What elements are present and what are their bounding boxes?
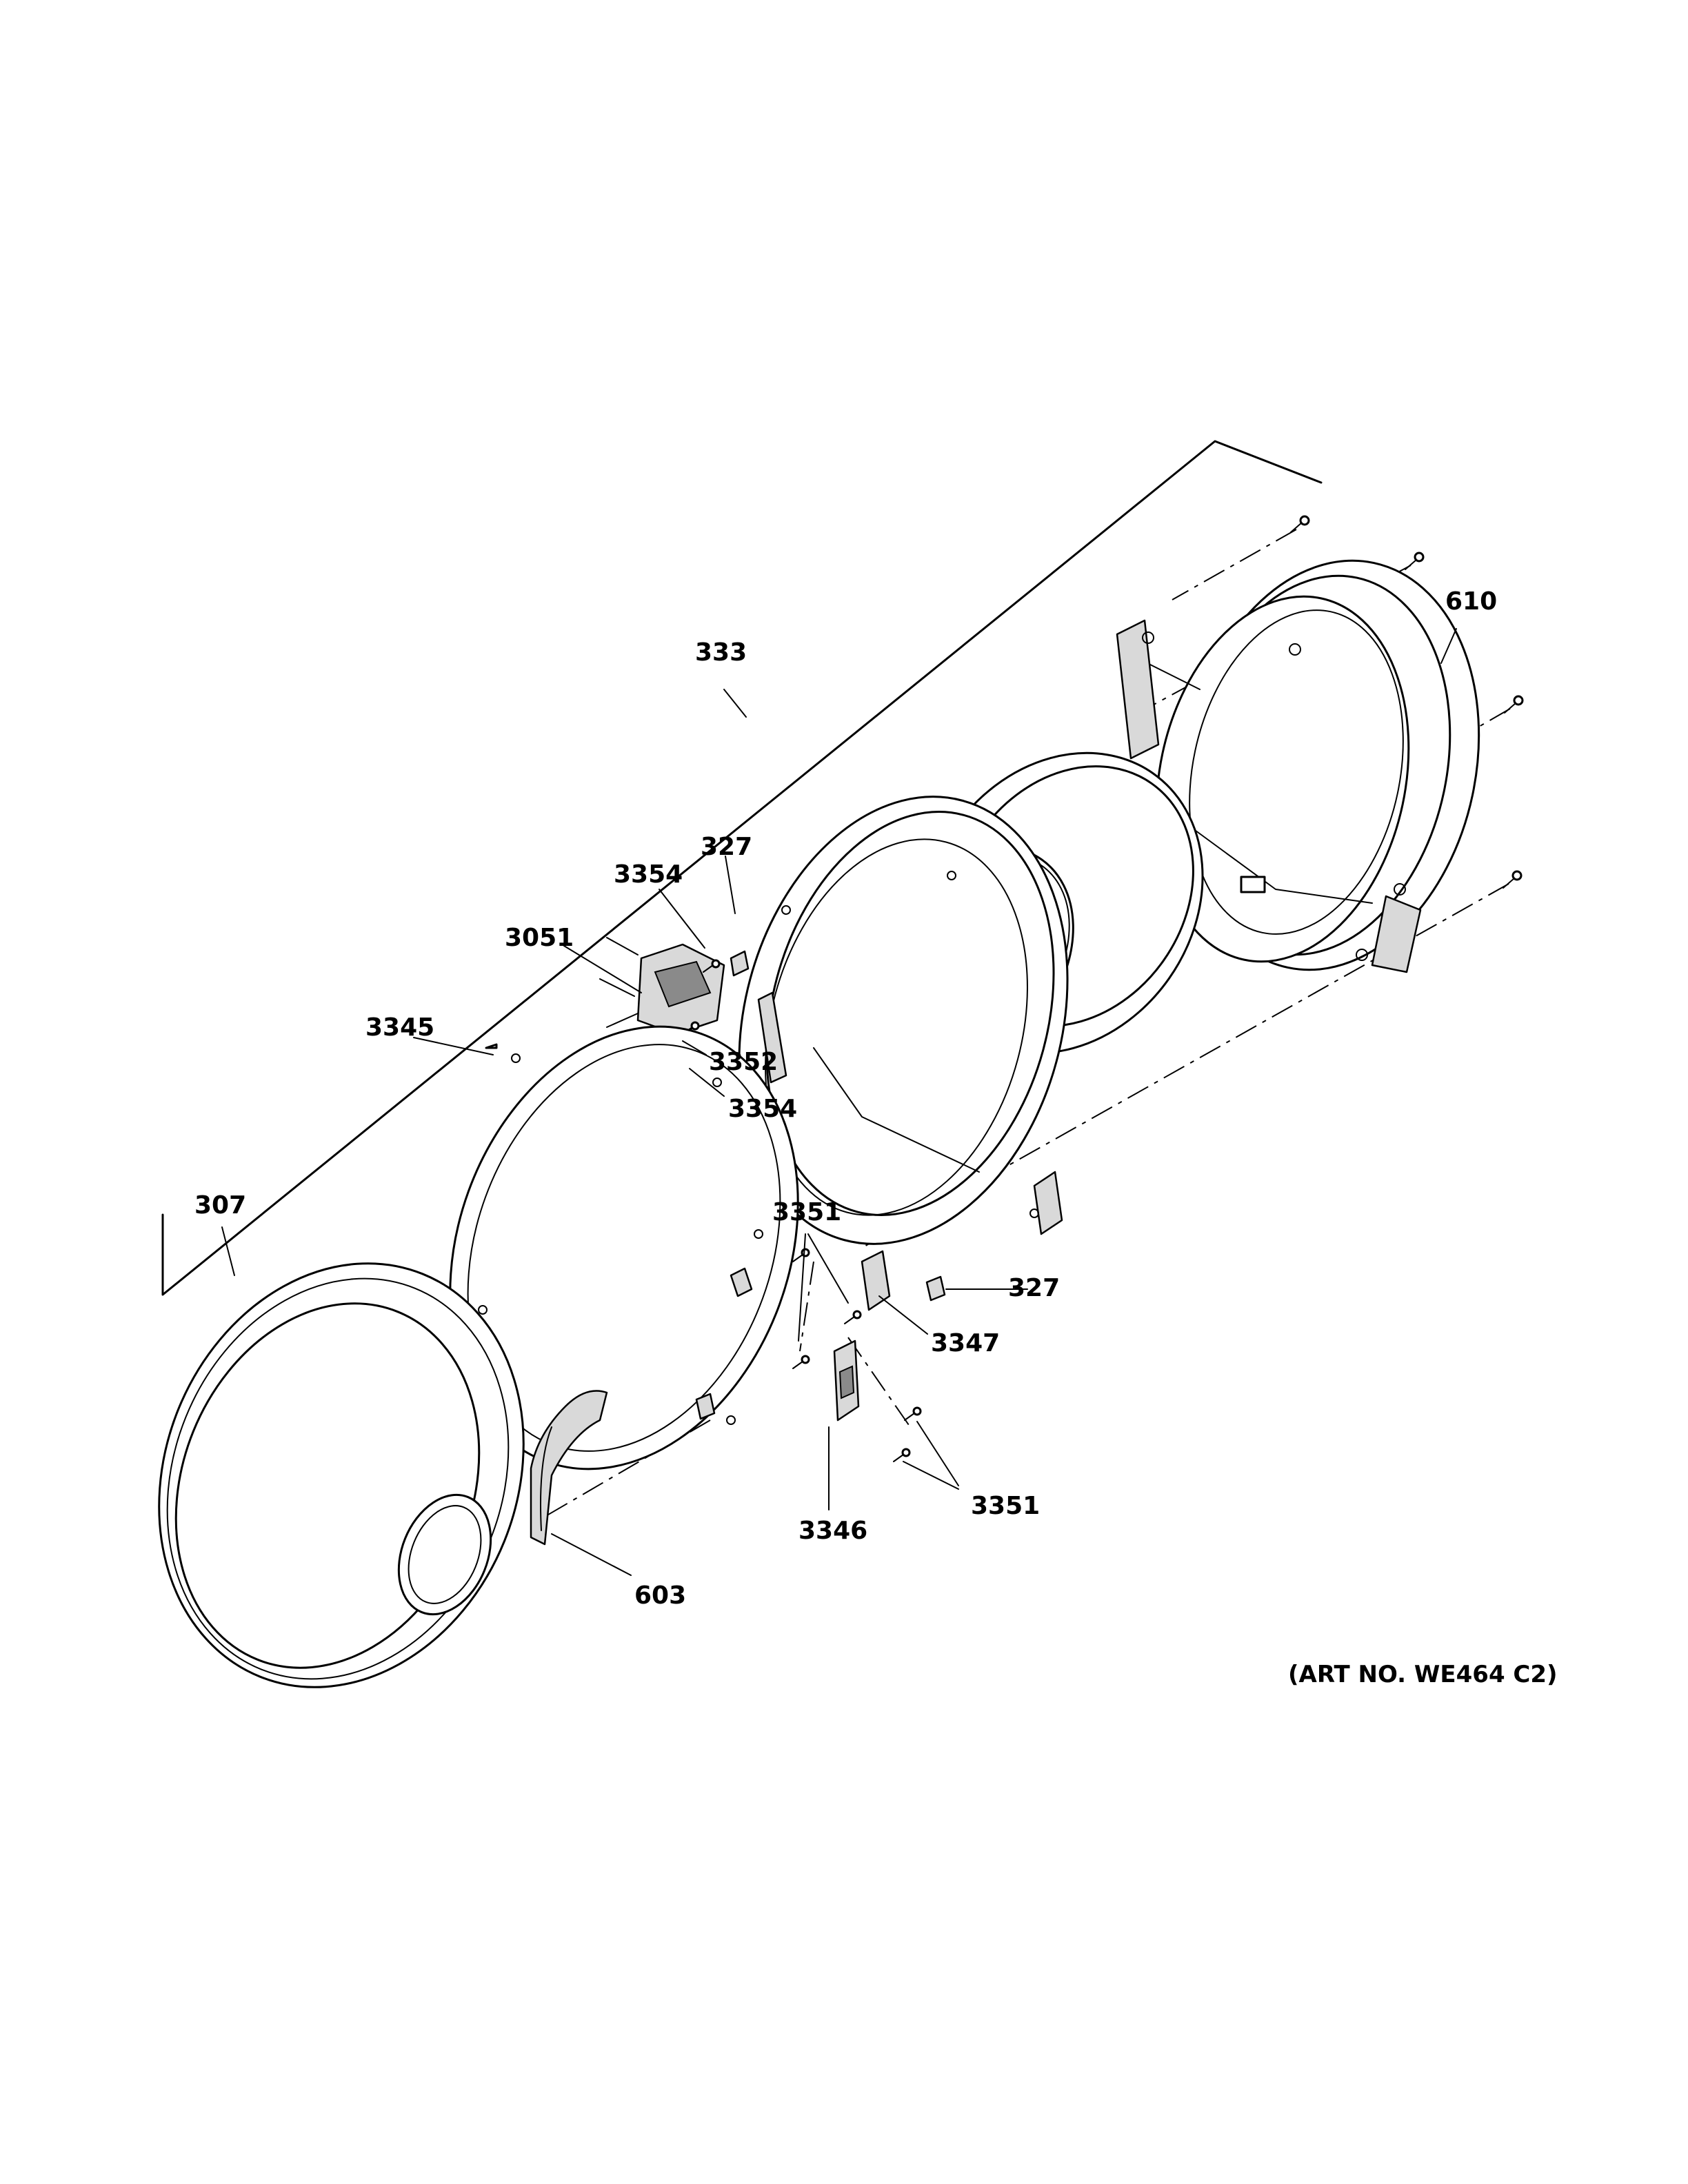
handle-lower-3346 [833, 1339, 860, 1422]
screw-icon [893, 1448, 911, 1462]
callout-307: 307 [194, 1191, 246, 1220]
screw-icon [1504, 695, 1524, 714]
callout-3346: 3346 [798, 1517, 867, 1545]
screw-icon [792, 1355, 810, 1369]
handle-upper-3347 [861, 1250, 891, 1311]
callout-333: 333 [695, 638, 747, 667]
screw-icon [703, 959, 721, 973]
screw-icon [844, 1310, 862, 1324]
callout-603: 603 [634, 1581, 686, 1610]
latch-arc-603 [530, 1390, 608, 1546]
screw-icon [792, 1248, 810, 1262]
leader-lines [221, 628, 1457, 1576]
rear-screws [1290, 515, 1524, 889]
callout-327-upper: 327 [701, 833, 752, 861]
callout-3352: 3352 [709, 1048, 778, 1076]
callout-labels: 333 610 327 3354 3051 3345 3352 3354 307… [194, 587, 1558, 1688]
assembly-bracket-333 [161, 440, 1323, 1296]
screw-icon [1290, 515, 1310, 533]
callout-3354-upper: 3354 [614, 860, 683, 889]
hinge-3051 [599, 937, 725, 1035]
screws-3351 [792, 1248, 922, 1462]
callout-327-lower: 327 [1008, 1274, 1060, 1302]
art-number: (ART NO. WE464 C2) [1288, 1661, 1558, 1688]
callout-3351-upper: 3351 [772, 1198, 841, 1226]
clip-327-lower [925, 1275, 946, 1302]
callout-3351-lower: 3351 [971, 1492, 1040, 1520]
outer-door-307 [158, 1262, 525, 1688]
callout-3345: 3345 [365, 1013, 434, 1042]
screw-icon [1405, 552, 1425, 570]
clip-327-upper [730, 950, 750, 977]
callout-3051: 3051 [505, 924, 574, 952]
rear-frame-610 [1116, 559, 1480, 973]
callout-3354-lower: 3354 [728, 1095, 797, 1123]
door-front-ring [738, 796, 1069, 1245]
callout-3347: 3347 [931, 1329, 1000, 1357]
callout-610: 610 [1445, 587, 1497, 616]
screw-icon [904, 1406, 922, 1421]
screw-icon [1503, 870, 1523, 889]
